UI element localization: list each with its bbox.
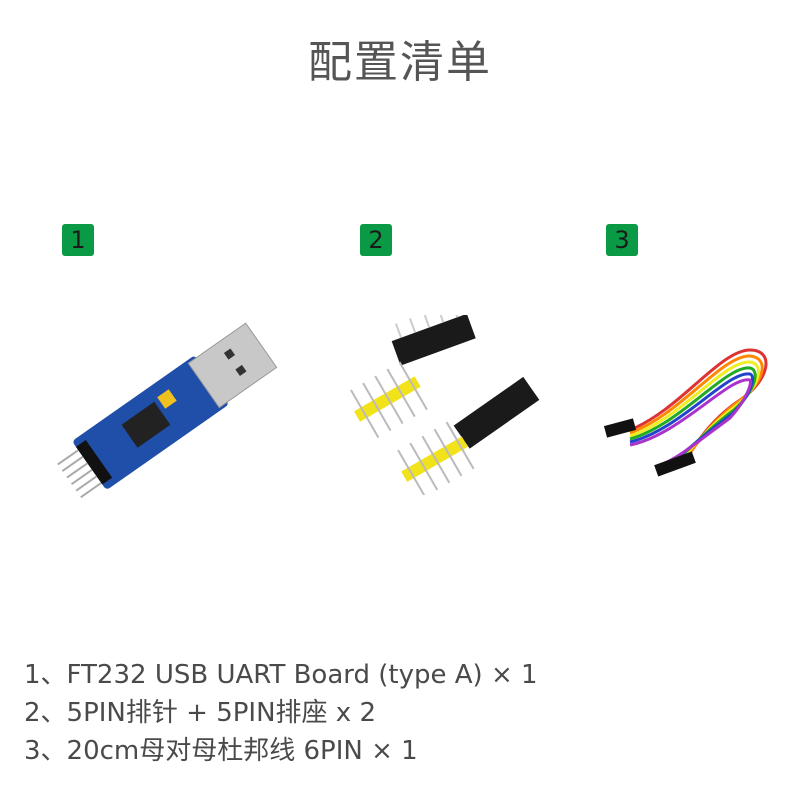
item-number-badge: 2 <box>360 224 392 256</box>
ft232-usb-board-image <box>57 322 278 499</box>
list-item: 3、20cm母对母杜邦线 6PIN × 1 <box>24 736 418 766</box>
item-list: 1、FT232 USB UART Board (type A) × 1 2、5P… <box>24 656 538 770</box>
item-number-badge: 3 <box>606 224 638 256</box>
item-number-badge: 1 <box>62 224 94 256</box>
page-title: 配置清单 <box>308 37 492 88</box>
list-item: 1、FT232 USB UART Board (type A) × 1 <box>24 660 538 690</box>
dupont-jumper-wire-image <box>603 348 768 477</box>
pin-header-and-socket-image <box>350 315 540 495</box>
list-item: 2、5PIN排针 + 5PIN排座 x 2 <box>24 698 376 728</box>
